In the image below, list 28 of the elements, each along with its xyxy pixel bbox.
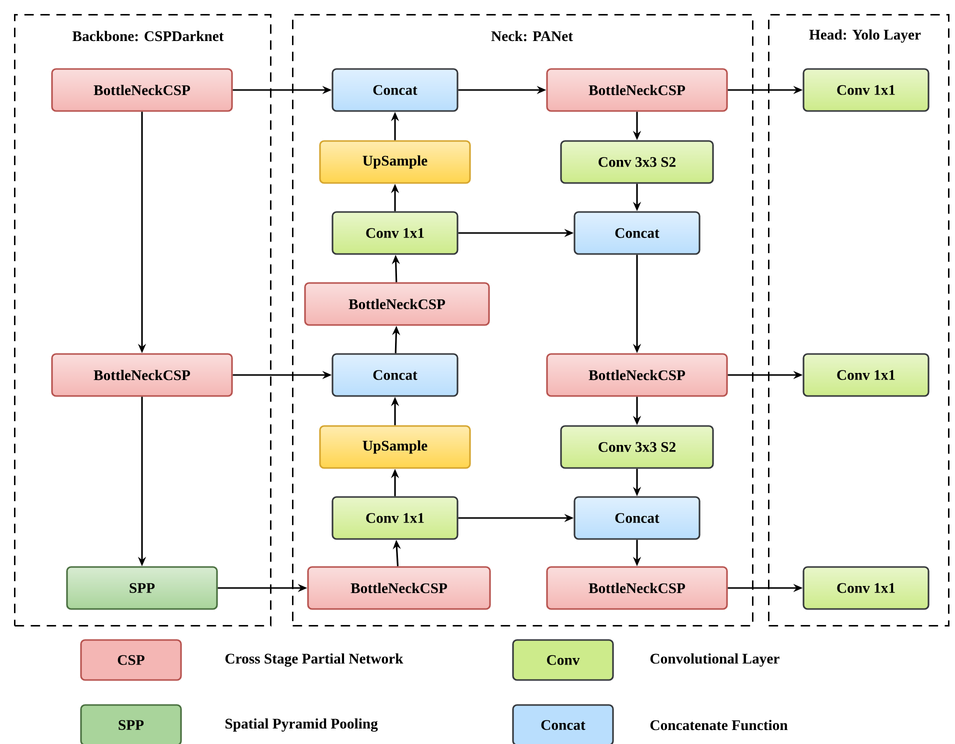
concat-box: Concat <box>574 211 700 255</box>
bottleneck-csp-box: BottleNeckCSP <box>546 566 728 610</box>
conv-box: Conv 3x3 S2 <box>560 140 714 184</box>
concat-box: Concat <box>574 496 700 540</box>
legend-text: Convolutional Layer <box>650 653 780 667</box>
conv-box: Conv 1x1 <box>802 353 930 397</box>
upsample-box: UpSample <box>319 140 471 184</box>
upsample-box: UpSample <box>319 425 471 469</box>
bottleneck-csp-box: BottleNeckCSP <box>51 353 233 397</box>
conv-box: Conv 1x1 <box>332 496 458 540</box>
bottleneck-csp-box: BottleNeckCSP <box>546 353 728 397</box>
region-heading: Neck: PANet <box>490 29 574 43</box>
bottleneck-csp-box: BottleNeckCSP <box>546 68 728 112</box>
legend-text: Cross Stage Partial Network <box>225 653 404 667</box>
concat-box: Concat <box>332 68 458 112</box>
region-heading: Backbone: CSPDarknet <box>70 29 226 43</box>
conv-box: Conv 1x1 <box>802 68 930 112</box>
conv-box: Conv 1x1 <box>332 211 458 255</box>
conv-box: Conv 3x3 S2 <box>560 425 714 469</box>
bottleneck-csp-box: BottleNeckCSP <box>304 282 490 326</box>
bottleneck-csp-box: BottleNeckCSP <box>307 566 491 610</box>
concat-box: Concat <box>332 353 458 397</box>
bottleneck-csp-box: BottleNeckCSP <box>51 68 233 112</box>
spp-box: SPP <box>66 566 218 610</box>
region-heading: Head: Yolo Layer <box>808 28 922 44</box>
legend-text: Concatenate Function <box>650 720 788 730</box>
conv-box: Conv 1x1 <box>802 566 930 610</box>
legend-text: Spatial Pyramid Pooling <box>226 718 378 732</box>
